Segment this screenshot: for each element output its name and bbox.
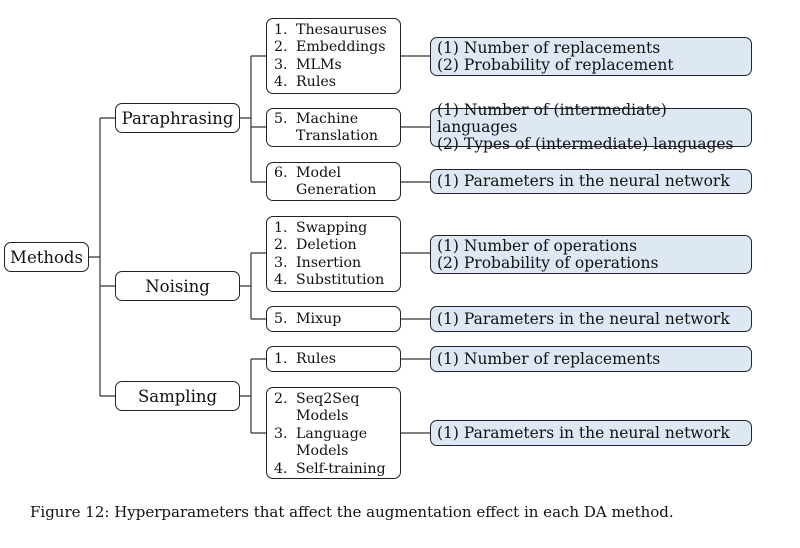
method-item: 3.Language bbox=[274, 425, 368, 442]
method-item: 4.Substitution bbox=[274, 272, 385, 289]
figure-caption: Figure 12: Hyperparameters that affect t… bbox=[30, 503, 674, 521]
method-item: 0.Generation bbox=[296, 182, 377, 199]
param-box-paraphrasing-1: (1) Number of replacements (2) Probabili… bbox=[430, 37, 752, 76]
param-box-paraphrasing-2: (1) Number of (intermediate) languages (… bbox=[430, 102, 752, 153]
method-list-noising-1: 1.Swapping 2.Deletion 3.Insertion 4.Subs… bbox=[266, 216, 401, 292]
method-list-sampling-1: 1.Rules bbox=[266, 346, 401, 372]
methods-root-box: Methods bbox=[4, 242, 89, 272]
param-line: (1) Number of replacements bbox=[437, 38, 661, 57]
method-list-paraphrasing-2: 5.Machine 0.Translation bbox=[266, 108, 401, 147]
category-sampling-box: Sampling bbox=[115, 381, 240, 411]
method-list-paraphrasing-3: 6.Model 0.Generation bbox=[266, 162, 401, 201]
category-paraphrasing-label: Paraphrasing bbox=[121, 108, 234, 128]
param-line: (1) Parameters in the neural network bbox=[437, 172, 730, 190]
method-item: 0.Models bbox=[296, 443, 349, 460]
method-item: 3.MLMs bbox=[274, 56, 342, 73]
methods-root-label: Methods bbox=[10, 247, 83, 267]
category-noising-box: Noising bbox=[115, 271, 240, 301]
param-box-paraphrasing-3: (1) Parameters in the neural network bbox=[430, 169, 752, 194]
category-sampling-label: Sampling bbox=[137, 386, 218, 406]
method-item: 0.Models bbox=[296, 408, 349, 425]
method-item: 5.Machine bbox=[274, 111, 359, 127]
param-line: (2) Probability of replacement bbox=[437, 55, 674, 74]
param-box-noising-2: (1) Parameters in the neural network bbox=[430, 306, 752, 332]
param-line: (1) Parameters in the neural network bbox=[437, 309, 730, 328]
method-item: 2.Embeddings bbox=[274, 39, 386, 56]
method-item: 0.Translation bbox=[296, 128, 379, 145]
method-list-sampling-2: 2.Seq2Seq 0.Models 3.Language 0.Models 4… bbox=[266, 387, 401, 479]
category-noising-label: Noising bbox=[145, 276, 210, 296]
method-item: 1.Swapping bbox=[274, 220, 368, 236]
param-line: (2) Types of (intermediate) languages bbox=[437, 135, 734, 153]
method-item: 3.Insertion bbox=[274, 254, 362, 271]
method-item: 2.Seq2Seq bbox=[274, 391, 360, 407]
param-line: (2) Probability of operations bbox=[437, 253, 659, 272]
param-line: (1) Number of (intermediate) languages bbox=[437, 101, 667, 136]
param-line: (1) Parameters in the neural network bbox=[437, 423, 730, 442]
method-item: 2.Deletion bbox=[274, 237, 357, 254]
param-box-noising-1: (1) Number of operations (2) Probability… bbox=[430, 235, 752, 274]
param-line: (1) Number of operations bbox=[437, 236, 638, 255]
category-paraphrasing-box: Paraphrasing bbox=[115, 103, 240, 133]
method-item: 1.Thesauruses bbox=[274, 22, 387, 38]
param-line: (1) Number of replacements bbox=[437, 349, 661, 368]
method-item: 1.Rules bbox=[274, 351, 337, 367]
method-item: 4.Rules bbox=[274, 74, 337, 91]
param-box-sampling-1: (1) Number of replacements bbox=[430, 346, 752, 372]
param-box-sampling-2: (1) Parameters in the neural network bbox=[430, 420, 752, 446]
method-item: 5.Mixup bbox=[274, 311, 342, 327]
method-list-noising-2: 5.Mixup bbox=[266, 306, 401, 332]
method-item: 6.Model bbox=[274, 165, 342, 181]
method-list-paraphrasing-1: 1.Thesauruses 2.Embeddings 3.MLMs 4.Rule… bbox=[266, 18, 401, 94]
method-item: 4.Self-training bbox=[274, 460, 386, 477]
